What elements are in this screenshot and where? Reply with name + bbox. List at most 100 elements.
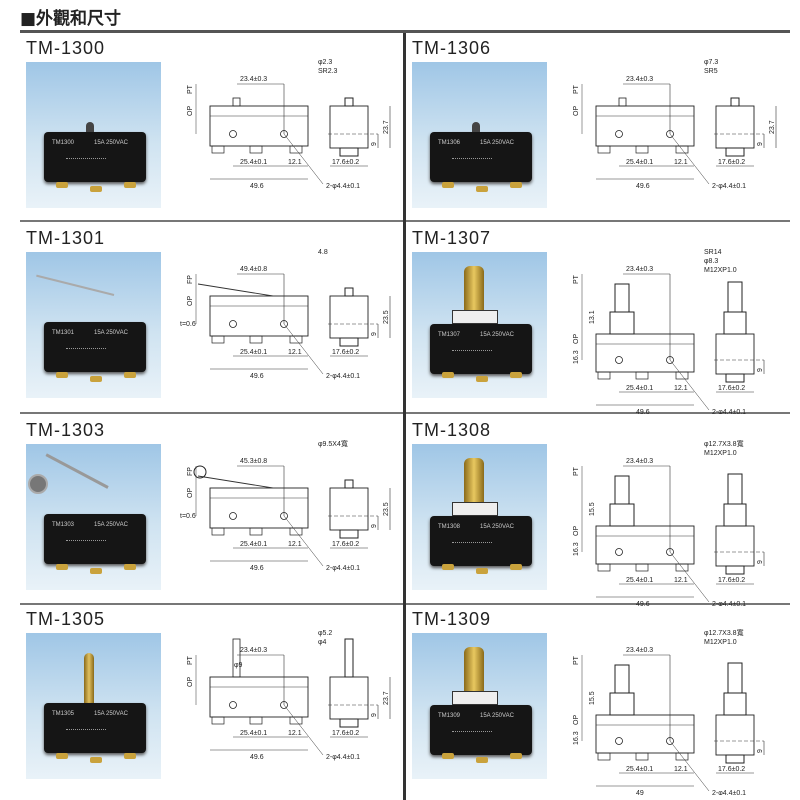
top-dimension: 23.4±0.3 — [626, 76, 653, 83]
width-dimension: 49.6 — [250, 565, 264, 572]
height-dimension: 23.7 — [383, 120, 390, 134]
side-view-body — [329, 105, 369, 149]
product-photo: TM1309 15A 250VAC — [412, 633, 547, 779]
row-divider — [406, 220, 790, 222]
hole-offset-dimension: 12.1 — [288, 730, 302, 737]
left-dimension-label: PT — [573, 655, 580, 665]
photo-rating-label: 15A 250VAC — [480, 524, 514, 530]
left-dimension-label: PT — [573, 84, 580, 94]
certification-marks — [66, 729, 106, 740]
terminal — [510, 564, 522, 570]
width-dimension: 49.6 — [250, 183, 264, 190]
photo-model-label: TM1305 — [52, 711, 75, 717]
front-view-body — [595, 714, 695, 754]
hole-height-dimension: 9 — [371, 524, 378, 528]
extra-dimension-label: φ9 — [234, 662, 243, 669]
switch-body: TM1307 15A 250VAC — [430, 324, 532, 374]
side-actuator — [344, 97, 354, 107]
side-dimension-label: SR5 — [704, 68, 718, 75]
plunger-actuator — [472, 122, 480, 134]
terminal-screw — [289, 716, 303, 725]
terminal — [476, 568, 488, 574]
hole-callout: 2-φ4.4±0.1 — [326, 565, 360, 572]
hole-height-dimension: 9 — [371, 713, 378, 717]
terminal-screw — [635, 145, 649, 154]
model-title: TM-1303 — [26, 420, 106, 440]
terminal-screw — [635, 752, 649, 761]
extra-dimension-label: 15.5 — [589, 691, 596, 705]
header-rule — [20, 30, 790, 33]
terminal — [442, 372, 454, 378]
side-bushing — [723, 503, 747, 527]
photo-model-label: TM1309 — [438, 713, 461, 719]
side-dimension-label: 4.8 — [318, 249, 328, 256]
dimension-line — [197, 283, 274, 297]
hole-callout: 2-φ4.4±0.1 — [326, 754, 360, 761]
side-bushing — [723, 311, 747, 335]
mounting-hole — [615, 130, 623, 138]
front-view-body — [209, 487, 309, 529]
terminal — [90, 568, 102, 574]
side-view-body — [715, 105, 755, 149]
front-view-body — [595, 105, 695, 147]
panel-mount-plunger — [464, 266, 484, 314]
terminal-screw — [635, 563, 649, 572]
terminal-screw — [675, 145, 689, 154]
side-view-body — [329, 487, 369, 531]
side-view-body — [715, 333, 755, 375]
terminal-screw — [597, 752, 611, 761]
switch-body: TM1300 15A 250VAC — [44, 132, 146, 182]
left-dimension-label: PT — [187, 655, 194, 665]
certification-marks — [66, 158, 106, 169]
side-dimension-label: φ8.3 — [704, 258, 718, 265]
switch-body: TM1305 15A 250VAC — [44, 703, 146, 753]
panel-mount-plunger — [464, 647, 484, 695]
mounting-hole — [615, 737, 623, 745]
terminal — [90, 376, 102, 382]
plunger-drawing — [232, 638, 241, 678]
left-dimension-label: FP — [187, 275, 194, 284]
front-view-body — [209, 105, 309, 147]
terminal — [476, 186, 488, 192]
terminal-screw — [211, 145, 225, 154]
top-dimension: 23.4±0.3 — [240, 647, 267, 654]
terminal-screw — [725, 754, 745, 764]
hole-height-dimension: 9 — [371, 142, 378, 146]
hole-offset-dimension: 12.1 — [674, 577, 688, 584]
side-view-body — [715, 714, 755, 756]
depth-dimension: 17.6±0.2 — [718, 159, 745, 166]
dimension-line — [283, 323, 324, 375]
plunger-drawing — [614, 283, 630, 313]
product-photo: TM1305 15A 250VAC — [26, 633, 161, 779]
hole-height-dimension: 9 — [757, 368, 764, 372]
dimension-line — [669, 551, 710, 603]
product-photo: TM1300 15A 250VAC — [26, 62, 161, 208]
mounting-hole — [229, 701, 237, 709]
photo-rating-label: 15A 250VAC — [480, 713, 514, 719]
side-actuator — [730, 97, 740, 107]
width-dimension: 49.6 — [636, 409, 650, 414]
left-dimension-label: PT — [573, 466, 580, 476]
left-dimension-label: 16.3 — [573, 542, 580, 556]
top-dimension: 23.4±0.3 — [626, 458, 653, 465]
threaded-bushing — [609, 692, 635, 716]
terminal-screw — [675, 752, 689, 761]
front-view-body — [595, 333, 695, 373]
top-dimension: 23.4±0.3 — [240, 76, 267, 83]
terminal-screw — [249, 716, 263, 725]
terminal-screw — [339, 529, 359, 539]
dimension-line — [669, 740, 710, 792]
top-dimension: 23.4±0.3 — [626, 647, 653, 654]
width-dimension: 49.6 — [636, 183, 650, 190]
hole-pitch-dimension: 25.4±0.1 — [626, 385, 653, 392]
photo-rating-label: 15A 250VAC — [94, 522, 128, 528]
photo-rating-label: 15A 250VAC — [94, 330, 128, 336]
depth-dimension: 17.6±0.2 — [332, 730, 359, 737]
lever-actuator — [36, 274, 115, 296]
dimension-line — [283, 704, 324, 756]
